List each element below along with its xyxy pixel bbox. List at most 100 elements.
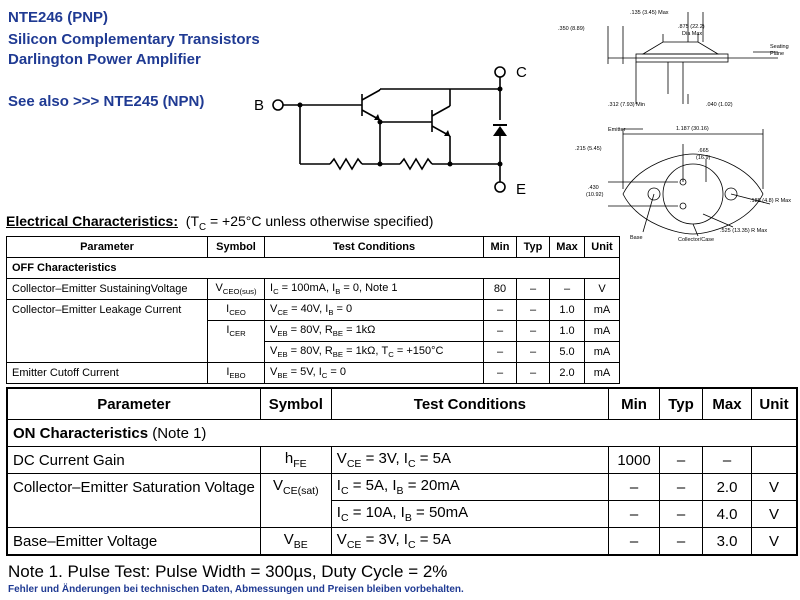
conditions-cell: VCE = 3V, IC = 5A — [330, 446, 610, 474]
base-label: B — [254, 97, 264, 114]
table-row: Base–Emitter Voltage VBE VCE = 3V, IC = … — [6, 527, 798, 556]
col-header: Min — [483, 236, 517, 258]
typ-cell: – — [516, 320, 550, 342]
symbol-cell: VBE — [259, 527, 332, 556]
tc-symbol: T — [190, 213, 199, 229]
dim-label: Base — [630, 235, 643, 241]
symbol-cell: VCEO(sus) — [207, 278, 265, 300]
conditions-cell: IC = 5A, IB = 20mA — [330, 473, 610, 501]
max-cell: 1.0 — [549, 320, 585, 342]
param-cell: DC Current Gain — [6, 446, 261, 474]
tc-subscript: C — [199, 221, 207, 233]
unit-cell — [751, 446, 798, 474]
dim-label: Dia Max — [682, 31, 702, 37]
on-characteristics-table: Parameter Symbol Test Conditions Min Typ… — [6, 387, 798, 556]
max-cell: 2.0 — [702, 473, 752, 501]
typ-cell: – — [659, 500, 703, 528]
unit-cell: V — [751, 473, 798, 501]
dim-label: Collector/Case — [678, 237, 714, 243]
dim-label: 1.187 (30.16) — [676, 126, 709, 132]
collector-label: C — [516, 64, 527, 81]
typ-cell: – — [516, 362, 550, 384]
min-cell: 1000 — [608, 446, 660, 474]
section-heading: Electrical Characteristics: — [6, 213, 178, 229]
dim-label: .875 (22.2) — [678, 24, 705, 30]
dim-label: (16.9) — [696, 155, 711, 161]
disclaimer-footer: Fehler und Änderungen bei technischen Da… — [8, 584, 464, 595]
see-also-link[interactable]: See also >>> NTE245 (NPN) — [8, 93, 205, 110]
param-cell: Emitter Cutoff Current — [6, 362, 208, 384]
col-header: Parameter — [6, 236, 208, 258]
package-outline-drawing: .135 (3.45) Max .350 (8.89) .875 (22.2) … — [558, 10, 791, 243]
col-header: Test Conditions — [330, 387, 610, 420]
conditions-cell: VEB = 80V, RBE = 1kΩ — [264, 320, 484, 342]
dim-label: .525 (13.35) R Max — [720, 228, 767, 234]
col-header: Parameter — [6, 387, 261, 420]
typ-cell: – — [516, 341, 550, 363]
section-row: ON Characteristics (Note 1) — [6, 419, 798, 447]
symbol-cell: hFE — [259, 446, 332, 474]
param-cell: Collector–Emitter SustainingVoltage — [6, 278, 208, 300]
electrical-characteristics-title: Electrical Characteristics: (TC = +25°C … — [6, 213, 434, 233]
dim-label: .350 (8.89) — [558, 26, 585, 32]
unit-cell: V — [584, 278, 620, 300]
subtitle-1: Silicon Complementary Transistors — [8, 31, 260, 48]
col-header: Typ — [659, 387, 703, 420]
min-cell: – — [483, 341, 517, 363]
dim-label: .430 — [588, 185, 599, 191]
conditions-cell: VCE = 3V, IC = 5A — [330, 527, 610, 556]
subtitle-2: Darlington Power Amplifier — [8, 51, 201, 68]
table-row: IC = 10A, IB = 50mA – – 4.0 V — [6, 500, 798, 528]
table-row: Collector–Emitter SustainingVoltage VCEO… — [6, 278, 620, 300]
table-header-row: Parameter Symbol Test Conditions Min Typ… — [6, 236, 620, 258]
unit-cell: mA — [584, 299, 620, 321]
col-header: Max — [549, 236, 585, 258]
dim-label: Plane — [770, 51, 784, 57]
pulse-test-note: Note 1. Pulse Test: Pulse Width = 300µs,… — [8, 562, 448, 581]
typ-cell: – — [659, 473, 703, 501]
unit-cell: mA — [584, 341, 620, 363]
conditions-cell: IC = 10A, IB = 50mA — [330, 500, 610, 528]
emitter-label: E — [516, 181, 526, 198]
symbol-cell — [207, 341, 265, 363]
dim-label: (10.92) — [586, 192, 604, 198]
col-header: Symbol — [259, 387, 332, 420]
param-cell: Collector–Emitter Saturation Voltage — [6, 473, 261, 501]
min-cell: – — [483, 320, 517, 342]
max-cell: 4.0 — [702, 500, 752, 528]
col-header: Typ — [516, 236, 550, 258]
max-cell: 1.0 — [549, 299, 585, 321]
dim-label: Seating — [770, 44, 789, 50]
dim-label: .040 (1.02) — [706, 102, 733, 108]
symbol-cell: IEBO — [207, 362, 265, 384]
max-cell: – — [702, 446, 752, 474]
col-header: Unit — [751, 387, 798, 420]
part-title: NTE246 (PNP) — [8, 9, 109, 26]
dim-label: .215 (5.45) — [575, 146, 602, 152]
typ-cell: – — [516, 278, 550, 300]
table-row: Collector–Emitter Leakage Current ICEO V… — [6, 299, 620, 321]
symbol-cell — [259, 500, 332, 528]
table-header-row: Parameter Symbol Test Conditions Min Typ… — [6, 387, 798, 420]
conditions-cell: VBE = 5V, IC = 0 — [264, 362, 484, 384]
min-cell: – — [483, 299, 517, 321]
dim-label: .312 (7.93) Min — [608, 102, 645, 108]
unit-cell: mA — [584, 362, 620, 384]
conditions-text: = +25°C unless otherwise specified) — [206, 213, 434, 229]
col-header: Max — [702, 387, 752, 420]
max-cell: 3.0 — [702, 527, 752, 556]
symbol-cell: ICER — [207, 320, 265, 342]
min-cell: – — [483, 362, 517, 384]
param-cell — [6, 320, 208, 342]
col-header: Symbol — [207, 236, 265, 258]
table-row: ICER VEB = 80V, RBE = 1kΩ – – 1.0 mA — [6, 320, 620, 342]
param-cell: Collector–Emitter Leakage Current — [6, 299, 208, 321]
dim-label: .665 — [698, 148, 709, 154]
min-cell: – — [608, 527, 660, 556]
param-cell: Base–Emitter Voltage — [6, 527, 261, 556]
table-row: Emitter Cutoff Current IEBO VBE = 5V, IC… — [6, 362, 620, 384]
param-cell — [6, 500, 261, 528]
darlington-schematic: B C E — [254, 64, 527, 198]
min-cell: 80 — [483, 278, 517, 300]
max-cell: – — [549, 278, 585, 300]
